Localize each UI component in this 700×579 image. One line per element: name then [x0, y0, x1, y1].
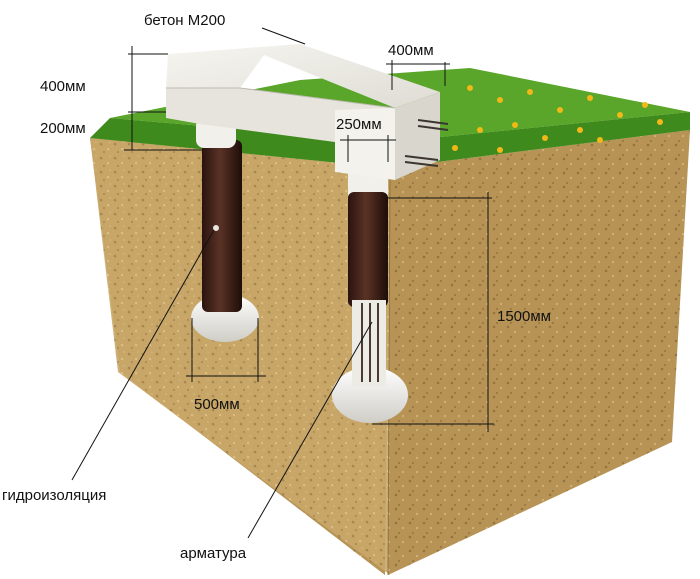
concrete-grillage — [166, 44, 449, 180]
pile-left-waterproofing — [202, 140, 242, 312]
soil-cut-face — [90, 138, 390, 575]
pile-depth-label: 1500мм — [497, 308, 551, 325]
pile-left-marker — [213, 225, 219, 231]
beam-protruding-rebar — [404, 119, 449, 167]
rebar-label: арматура — [180, 545, 247, 562]
beam-top-face — [166, 44, 440, 108]
beam-edge — [166, 87, 396, 109]
dimension-lines — [71, 27, 494, 539]
pile-diameter-label: 250мм — [336, 116, 382, 133]
rebar-rods — [361, 303, 379, 382]
pile-left — [191, 118, 259, 342]
beam-height-label: 400мм — [40, 78, 86, 95]
concrete-grade-label: бетон М200 — [144, 12, 225, 29]
beam-width-label: 400мм — [388, 42, 434, 59]
flowers — [452, 85, 663, 153]
soil-right-face — [388, 130, 690, 575]
waterproofing-label: гидроизоляция — [2, 487, 106, 504]
base-diameter-label: 500мм — [194, 396, 240, 413]
pile-right-base — [332, 367, 408, 423]
grillage-depth-label: 200мм — [40, 120, 86, 137]
pile-right-waterproofing — [348, 192, 388, 307]
pile-right — [332, 160, 408, 423]
soil-block — [90, 130, 690, 576]
beam-corner-front — [335, 108, 395, 180]
